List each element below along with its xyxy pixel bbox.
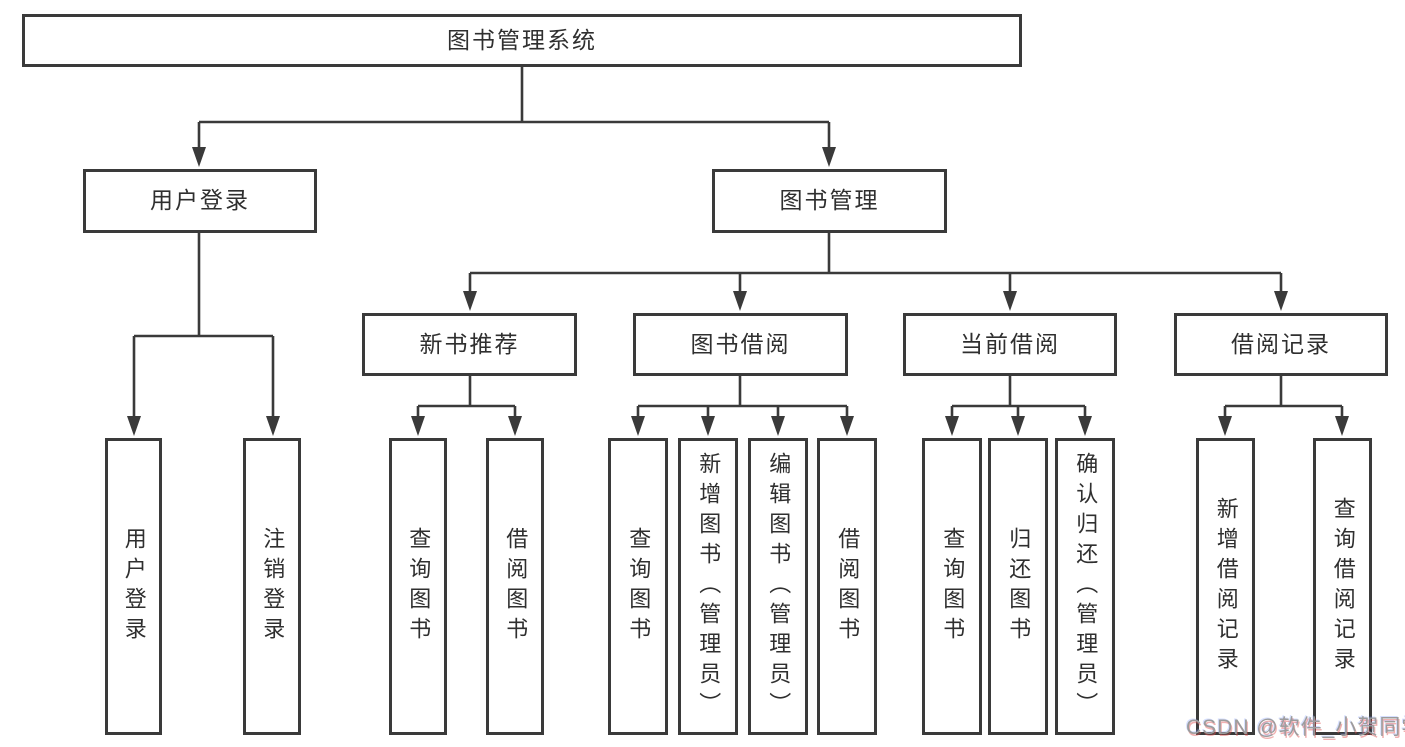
node-user-login: 用户登录 [83, 169, 317, 233]
leaf-add-borrow-record: 新增借阅记录 [1196, 438, 1255, 735]
leaf-query-books: 查询图书 [922, 438, 982, 735]
leaf-query-books: 查询图书 [389, 438, 447, 735]
node-book-management: 图书管理 [712, 169, 947, 233]
node-new-book-recommendation: 新书推荐 [362, 313, 577, 376]
leaf-return-books: 归还图书 [988, 438, 1048, 735]
leaf-confirm-return-admin: 确认归还（管理员） [1055, 438, 1115, 735]
node-library-management-system: 图书管理系统 [22, 14, 1022, 67]
leaf-edit-books-admin: 编辑图书（管理员） [748, 438, 808, 735]
leaf-borrow-books: 借阅图书 [486, 438, 544, 735]
leaf-user-login: 用户登录 [105, 438, 162, 735]
leaf-query-books: 查询图书 [608, 438, 668, 735]
watermark: CSDN @软件_小贺同学 [1186, 716, 1405, 739]
leaf-logout: 注销登录 [243, 438, 301, 735]
leaf-add-books-admin: 新增图书（管理员） [678, 438, 738, 735]
leaf-query-borrow-record: 查询借阅记录 [1313, 438, 1372, 735]
leaf-borrow-books: 借阅图书 [817, 438, 877, 735]
node-book-borrowing: 图书借阅 [633, 313, 848, 376]
node-borrowing-records: 借阅记录 [1174, 313, 1388, 376]
node-current-borrowing: 当前借阅 [903, 313, 1117, 376]
